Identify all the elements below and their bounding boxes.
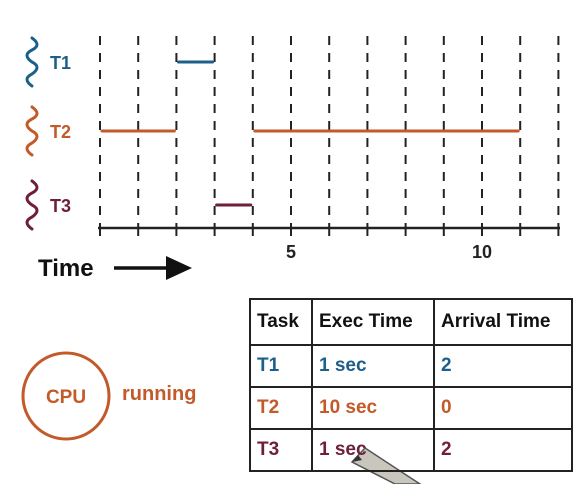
arrow-right-icon [114,256,192,280]
thread-label: T3 [50,196,71,216]
thread-squiggle-icon [25,105,39,157]
thread-label: T1 [50,53,71,73]
cell-task: T2 [249,386,313,430]
time-axis-tick-labels: 5 10 [286,242,492,262]
tick-label: 5 [286,242,296,262]
cell-arrival: 0 [433,386,573,430]
table-row: T3 1 sec 2 [249,428,573,472]
time-axis-ticks [99,224,560,236]
header-task: Task [249,298,313,346]
cell-exec: 1 sec [311,428,435,472]
thread-squiggle-icon [25,36,39,88]
time-axis-label: Time [38,255,94,282]
cell-exec: 10 sec [311,386,435,430]
header-exec-time: Exec Time [311,298,435,346]
table-row: T1 1 sec 2 [249,344,573,388]
task-table: Task Exec Time Arrival Time T1 1 sec 2 T… [249,298,573,472]
table-row: T2 10 sec 0 [249,386,573,430]
execution-segments [100,60,520,207]
cell-exec: 1 sec [311,344,435,388]
cpu-indicator: CPU [21,351,111,441]
cell-arrival: 2 [433,428,573,472]
thread-squiggle-icon [25,179,39,231]
cpu-label: CPU [46,387,86,408]
cell-arrival: 2 [433,344,573,388]
cell-task: T1 [249,344,313,388]
tick-label: 10 [472,242,492,262]
cpu-status: running [122,383,196,405]
cpu-circle [21,351,111,441]
thread-label: T2 [50,122,71,142]
cell-task: T3 [249,428,313,472]
table-header-row: Task Exec Time Arrival Time [249,298,573,346]
header-arrival-time: Arrival Time [433,298,573,346]
